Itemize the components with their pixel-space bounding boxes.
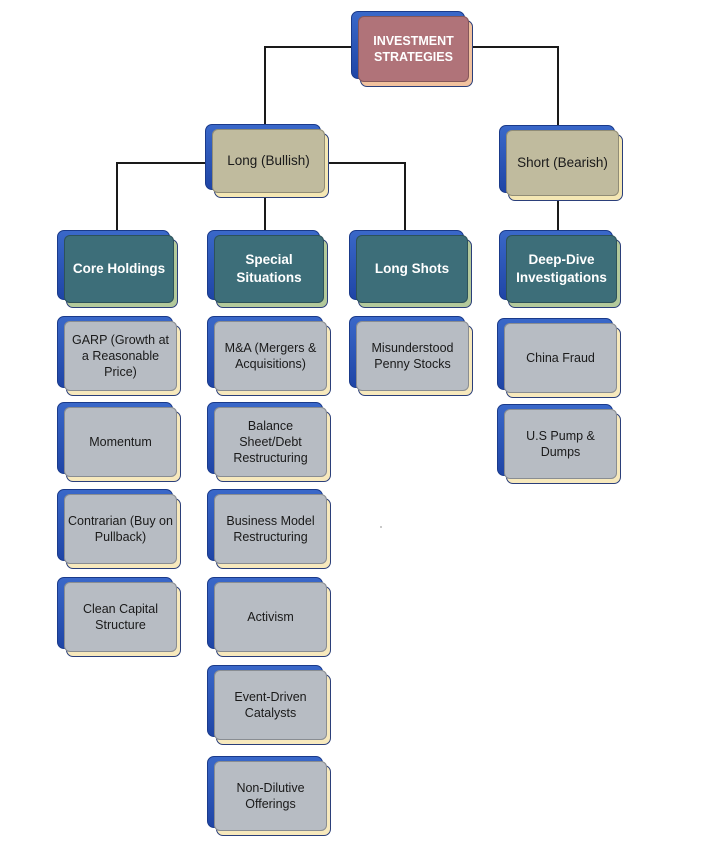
category-special-situations: Special Situations [207,230,328,308]
category-deep-dive-investigations-label: Deep-Dive Investigations [506,235,617,303]
item-momentum: Momentum [57,402,181,482]
item-us-pump-and-dumps: U.S Pump & Dumps [497,404,621,484]
category-core-holdings-label: Core Holdings [64,235,174,303]
item-contrarian: Contrarian (Buy on Pullback) [57,489,181,569]
item-garp-label: GARP (Growth at a Reasonable Price) [64,321,177,391]
item-garp: GARP (Growth at a Reasonable Price) [57,316,181,396]
item-clean-capital-structure: Clean Capital Structure [57,577,181,657]
item-business-model-restructuring: Business Model Restructuring [207,489,331,569]
branch-long: Long (Bullish) [205,124,329,198]
item-activism-label: Activism [214,582,327,652]
stray-dot [380,526,382,528]
item-china-fraud: China Fraud [497,318,621,398]
category-special-situations-label: Special Situations [214,235,324,303]
item-china-fraud-label: China Fraud [504,323,617,393]
category-core-holdings: Core Holdings [57,230,178,308]
connector-root-short [470,46,559,128]
connector-long-longshots [318,162,406,232]
root-label: INVESTMENT STRATEGIES [358,16,469,82]
item-clean-capital-structure-label: Clean Capital Structure [64,582,177,652]
item-event-driven-catalysts: Event-Driven Catalysts [207,665,331,745]
item-m-and-a-label: M&A (Mergers & Acquisitions) [214,321,327,391]
item-m-and-a: M&A (Mergers & Acquisitions) [207,316,331,396]
item-contrarian-label: Contrarian (Buy on Pullback) [64,494,177,564]
item-event-driven-catalysts-label: Event-Driven Catalysts [214,670,327,740]
item-misunderstood-penny-stocks: Misunderstood Penny Stocks [349,316,473,396]
category-long-shots-label: Long Shots [356,235,468,303]
item-business-model-restructuring-label: Business Model Restructuring [214,494,327,564]
connector-root-long [264,46,360,128]
branch-short: Short (Bearish) [499,125,623,201]
root-node: INVESTMENT STRATEGIES [351,11,473,87]
category-deep-dive-investigations: Deep-Dive Investigations [499,230,621,308]
item-non-dilutive-offerings: Non-Dilutive Offerings [207,756,331,836]
branch-long-label: Long (Bullish) [212,129,325,193]
item-balance-sheet-restructuring: Balance Sheet/Debt Restructuring [207,402,331,482]
item-us-pump-and-dumps-label: U.S Pump & Dumps [504,409,617,479]
item-balance-sheet-restructuring-label: Balance Sheet/Debt Restructuring [214,407,327,477]
item-activism: Activism [207,577,331,657]
item-momentum-label: Momentum [64,407,177,477]
item-non-dilutive-offerings-label: Non-Dilutive Offerings [214,761,327,831]
branch-short-label: Short (Bearish) [506,130,619,196]
item-misunderstood-penny-stocks-label: Misunderstood Penny Stocks [356,321,469,391]
category-long-shots: Long Shots [349,230,472,308]
connector-long-core [116,162,212,232]
